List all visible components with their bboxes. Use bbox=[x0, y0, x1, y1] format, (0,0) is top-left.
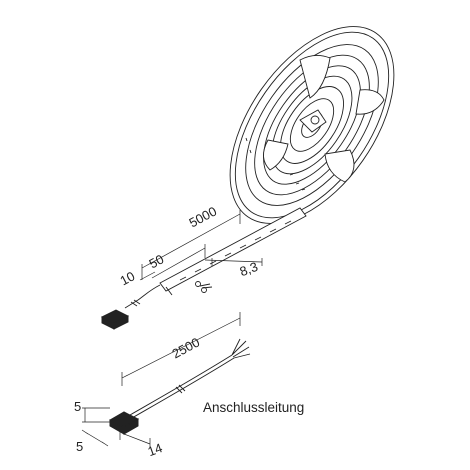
connector-dimension-lines bbox=[81, 407, 151, 448]
led-strip bbox=[124, 207, 307, 309]
cable bbox=[129, 338, 251, 419]
reel bbox=[229, 26, 395, 224]
strip-dimension-lines bbox=[139, 210, 263, 281]
connector-width-label: 5 bbox=[76, 439, 84, 454]
cable-dimension-lines bbox=[121, 312, 241, 386]
cable-connector bbox=[108, 411, 140, 435]
cable-caption: Anschlussleitung bbox=[203, 400, 305, 415]
connector-height-label: 5 bbox=[74, 399, 82, 414]
strip-connector bbox=[100, 309, 130, 330]
